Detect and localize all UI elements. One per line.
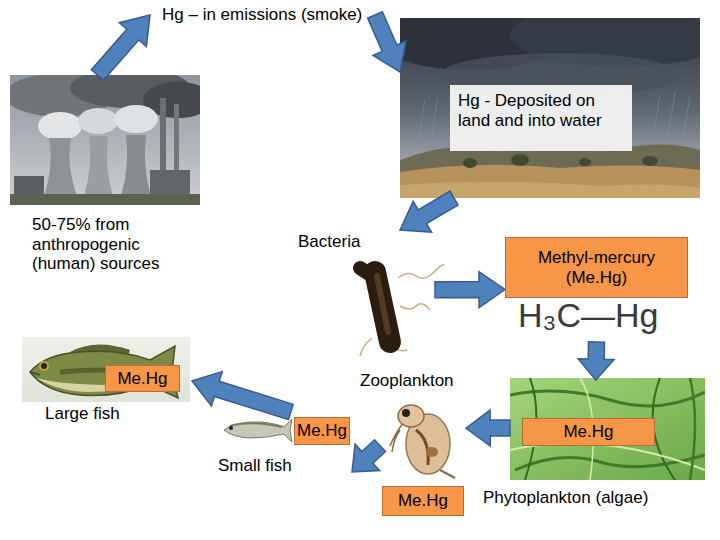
deposition-box: Hg - Deposited on land and into water	[450, 85, 632, 151]
bacteria-heading: Bacteria	[298, 232, 360, 252]
storm-landscape-photo-part	[463, 158, 477, 168]
bacteria-group: Bacteria	[295, 230, 435, 360]
small-fish-photo-part	[230, 423, 282, 427]
methylmercury-box: Methyl-mercury (Me.Hg)	[505, 237, 688, 298]
power-plant-photo-part	[10, 194, 200, 205]
zooplankton-group: ZooplanktonMe.Hg	[380, 396, 466, 520]
source-caption: 50-75% from anthropogenic (human) source…	[32, 215, 182, 274]
zooplankton-drawing-part	[440, 470, 455, 478]
mehg-tag: Me.Hg	[105, 365, 180, 392]
power-plant-photo-part	[44, 138, 77, 196]
flow-arrow	[400, 191, 458, 232]
organism-caption: Zooplankton	[360, 371, 454, 391]
power-plant-photo-part	[84, 136, 113, 196]
bacteria-micrograph	[360, 265, 444, 356]
power-plant-photo-part	[121, 135, 151, 196]
flow-arrow	[368, 12, 406, 72]
mehg-tag: Me.Hg	[294, 417, 350, 445]
power-plant-photo-part	[150, 170, 190, 196]
emission-step: Hg – in emissions (smoke)	[150, 3, 375, 27]
storm-landscape-photo-part	[511, 154, 529, 166]
bacteria-micrograph-part	[400, 304, 430, 310]
algae-micrograph	[510, 378, 705, 480]
phytoplankton-group: Me.HgPhytoplankton (algae)	[510, 380, 705, 480]
bacteria-micrograph-part	[398, 265, 444, 278]
storm-landscape-photo-part	[418, 100, 425, 140]
power-plant-photo-part	[14, 176, 44, 196]
large-fish-photo-part	[41, 363, 47, 369]
small-fish-group: Me.HgSmall fish	[216, 412, 352, 480]
step-text: Hg – in emissions (smoke)	[162, 5, 362, 25]
small-fish-photo	[224, 419, 292, 442]
flow-arrow	[435, 272, 505, 308]
zooplankton-drawing-part	[426, 447, 438, 457]
flow-arrow	[192, 372, 293, 420]
flow-arrow	[578, 342, 614, 380]
algae-micrograph-part	[515, 455, 705, 470]
power-plant-group: 50-75% from anthropogenic (human) source…	[10, 75, 200, 275]
small-fish-photo-part	[229, 426, 233, 430]
flow-arrow	[352, 440, 385, 472]
zooplankton-drawing-part	[398, 405, 424, 427]
algae-micrograph-part	[510, 443, 705, 470]
algae-micrograph-part	[653, 378, 675, 480]
organism-caption: Small fish	[218, 456, 292, 476]
power-plant-photo-part	[78, 108, 118, 134]
storm-landscape-photo-part	[652, 95, 660, 140]
algae-micrograph-part	[510, 391, 705, 406]
storm-landscape-photo-part	[682, 96, 690, 142]
bacteria-micrograph-part	[360, 338, 372, 356]
power-plant-photo	[10, 75, 200, 205]
algae-micrograph-part	[690, 378, 695, 480]
storm-landscape-photo	[400, 18, 700, 198]
large-fish-photo	[22, 337, 190, 402]
power-plant-photo-part	[114, 105, 158, 133]
mehg-tag: Me.Hg	[522, 418, 655, 446]
small-fish-photo-part	[224, 419, 292, 442]
large-fish-photo-part	[30, 372, 40, 375]
algae-micrograph-part	[510, 378, 705, 480]
large-fish-photo-part	[22, 337, 190, 402]
storm-landscape-photo-part	[667, 92, 675, 140]
organism-caption: Phytoplankton (algae)	[483, 488, 648, 508]
storm-landscape-photo-part	[431, 98, 438, 140]
zooplankton-drawing-part	[402, 409, 410, 417]
storm-landscape-photo-part	[400, 165, 700, 198]
flow-arrow	[91, 15, 150, 80]
organism-caption: Large fish	[45, 404, 120, 424]
zooplankton-drawing-part	[416, 430, 428, 465]
chemical-formula: H₃C—Hg	[518, 298, 658, 332]
large-fish-photo-part	[39, 361, 49, 371]
zooplankton-drawing-part	[390, 422, 404, 452]
storm-landscape-photo-part	[579, 158, 591, 166]
zooplankton-drawing	[390, 405, 455, 478]
power-plant-photo-part	[38, 112, 82, 140]
storm-landscape-photo-part	[642, 156, 658, 166]
bacteria-micrograph-part	[377, 276, 388, 332]
large-fish-group: Me.HgLarge fish	[20, 335, 192, 427]
deposition-group: Hg - Deposited on land and into water	[400, 18, 700, 198]
flow-arrow	[466, 410, 510, 446]
mehg-tag: Me.Hg	[382, 486, 464, 516]
